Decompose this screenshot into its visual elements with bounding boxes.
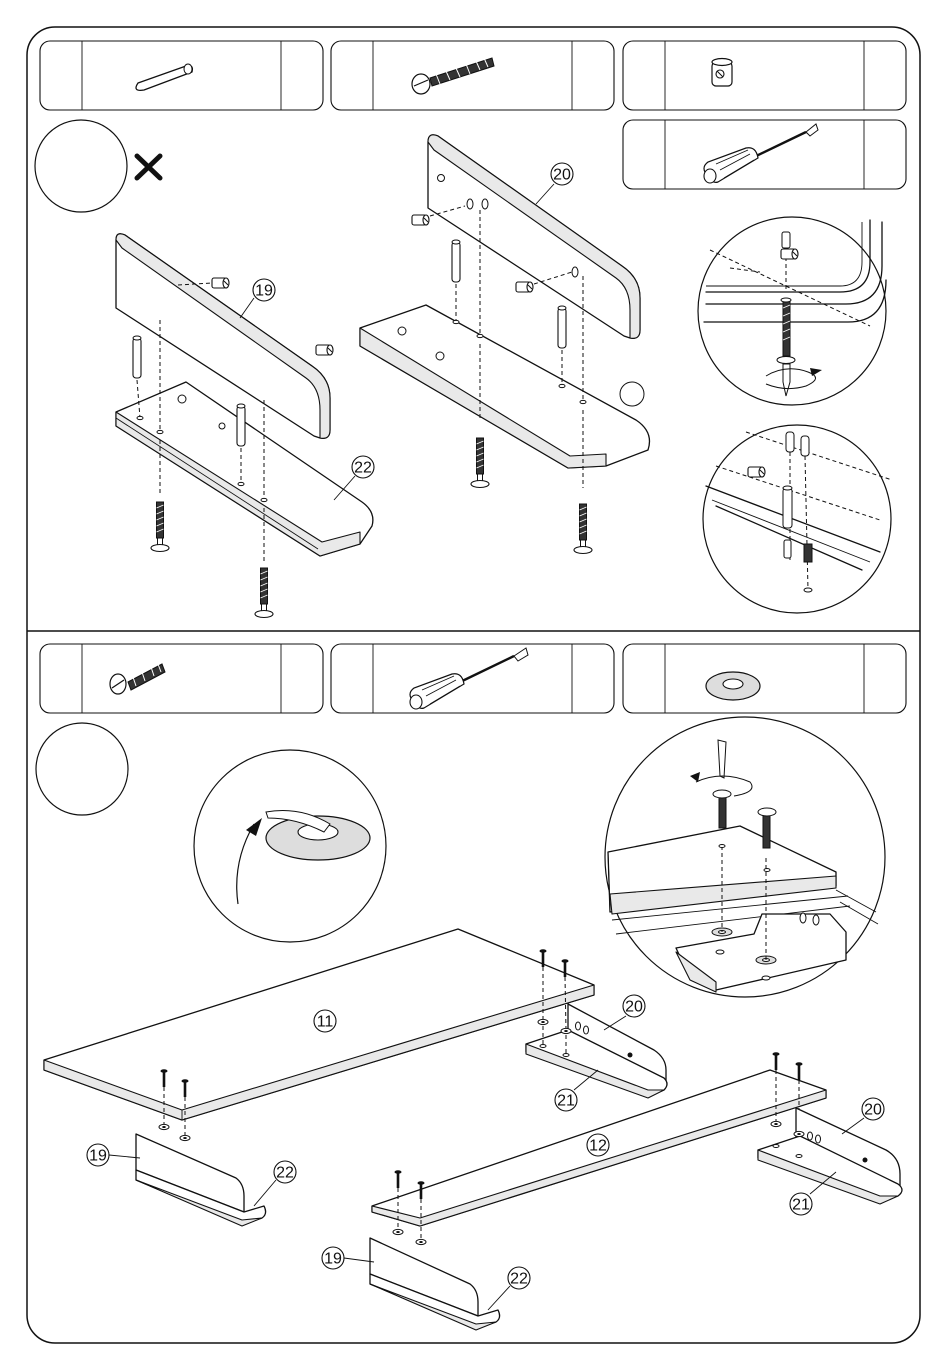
part-label-22-bottom-b: 22	[488, 1267, 530, 1310]
part-number-21: 21	[792, 1197, 810, 1214]
part-label-19-bottom-b: 19	[322, 1247, 374, 1269]
part-number-21: 21	[557, 1093, 575, 1110]
part-number-19: 19	[324, 1251, 342, 1268]
part-label-19-bottom-a: 19	[87, 1144, 140, 1166]
part-number-20: 20	[553, 167, 571, 184]
part-number-19: 19	[255, 283, 273, 300]
part-label-20-bottom-a: 20	[604, 995, 645, 1030]
support-right-lower	[758, 1108, 902, 1204]
part-box-bolt	[331, 41, 614, 110]
part-number-20: 20	[864, 1102, 882, 1119]
detail-circle-screw-shelf	[605, 717, 885, 997]
part-number-20: 20	[625, 999, 643, 1016]
support-left-upper	[136, 1124, 266, 1226]
side-panel-left-assembly	[116, 234, 373, 618]
step-number-circle-1	[35, 120, 127, 212]
part-box-cam	[623, 41, 906, 110]
part-box-screwdriver-2	[331, 644, 614, 713]
part-label-22-bottom-a: 22	[254, 1161, 296, 1206]
part-number-12: 12	[589, 1138, 607, 1155]
part-label-20-bottom-b: 20	[842, 1098, 884, 1134]
step-number-circle-2	[36, 723, 128, 815]
part-number-22: 22	[276, 1165, 294, 1182]
part-number-19: 19	[89, 1148, 107, 1165]
prohibited-cross-icon	[137, 156, 160, 178]
part-number-11: 11	[317, 1014, 334, 1031]
part-box-washer	[623, 644, 906, 713]
part-label-20-top: 20	[536, 163, 573, 204]
detail-circle-screw-tighten	[698, 217, 886, 405]
support-left-lower	[370, 1229, 500, 1330]
cam-nut-icon	[712, 59, 732, 87]
part-label-22-top: 22	[334, 456, 374, 500]
part-box-screw	[40, 644, 323, 713]
part-box-screwdriver	[623, 120, 906, 189]
support-right-upper	[526, 1004, 667, 1098]
washer-icon	[706, 672, 760, 700]
part-number-22: 22	[354, 460, 372, 477]
detail-circle-dowel-insert	[703, 425, 892, 613]
side-panel-right-assembly	[360, 135, 650, 554]
part-number-22: 22	[510, 1271, 528, 1288]
part-label-11: 11	[314, 1010, 336, 1032]
shelf-panel-11	[44, 929, 594, 1138]
detail-circle-washer	[194, 750, 386, 942]
part-label-19-top: 19	[240, 279, 275, 318]
part-box-dowel	[40, 41, 323, 110]
part-label-12: 12	[587, 1134, 609, 1156]
